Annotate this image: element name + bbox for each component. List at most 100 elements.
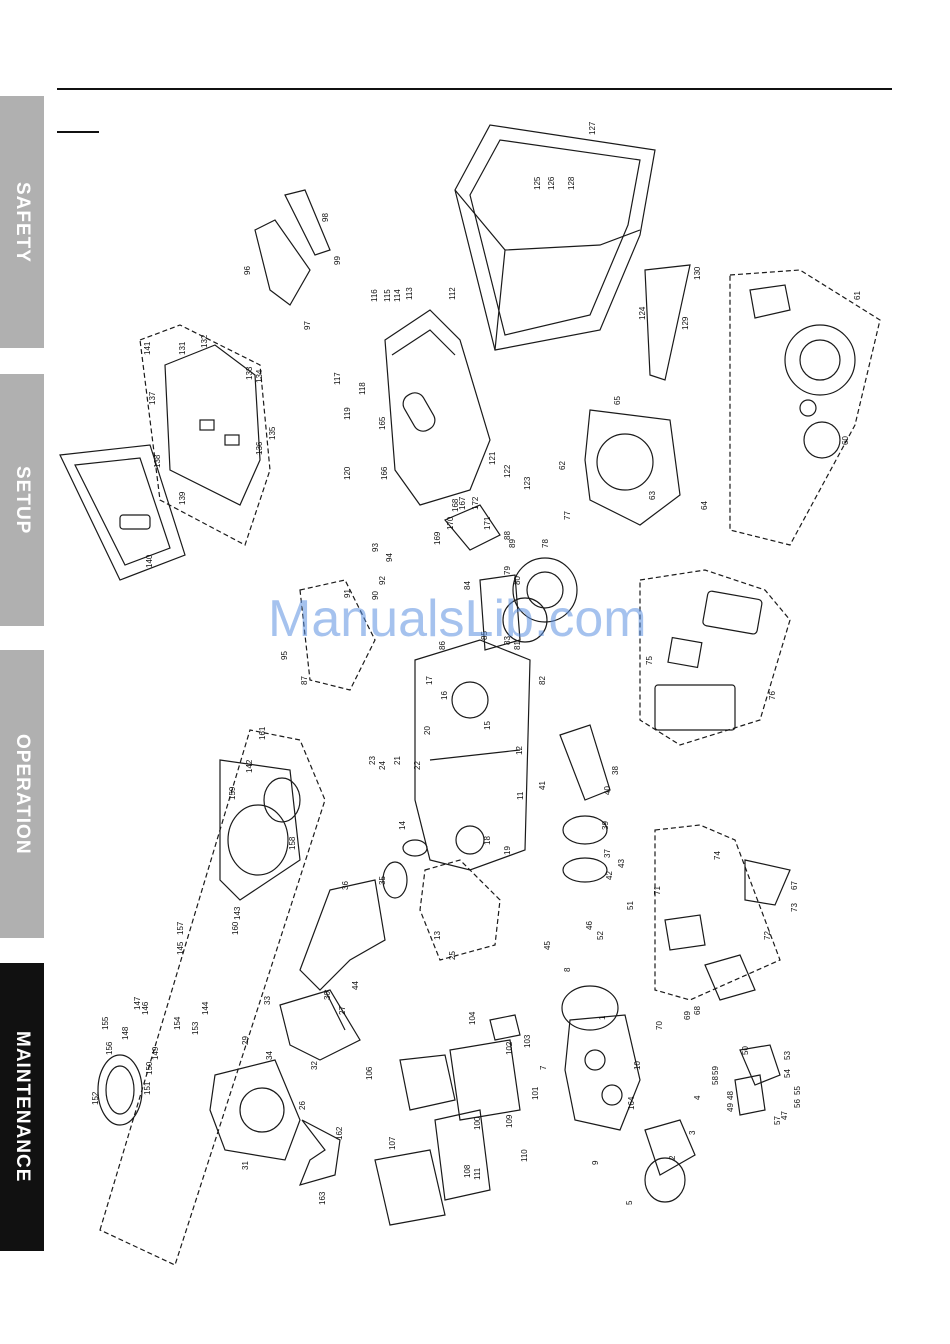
tab-setup[interactable]: SETUP (0, 374, 44, 626)
part-number-label: 165 (378, 416, 387, 430)
rocker-arm-outline (734, 1044, 781, 1116)
part-number-label: 67 (790, 881, 799, 890)
part-number-label: 25 (448, 951, 457, 960)
part-number-label: 37 (603, 849, 612, 858)
part-number-label: 15 (483, 721, 492, 730)
part-number-label: 8 (563, 967, 572, 972)
part-number-label: 126 (547, 176, 556, 190)
carburetor-outline (654, 824, 791, 1001)
part-number-label: 123 (523, 476, 532, 490)
part-number-label: 3 (688, 1130, 697, 1135)
part-number-label: 14 (398, 821, 407, 830)
part-number-label: 24 (378, 761, 387, 770)
part-number-label: 39 (601, 821, 610, 830)
part-number-label: 4 (693, 1095, 702, 1100)
part-number-label: 16 (440, 691, 449, 700)
part-number-label: 29 (241, 1036, 250, 1045)
part-number-label: 51 (626, 901, 635, 910)
part-number-label: 61 (853, 291, 862, 300)
valve-cover-outline (644, 1119, 696, 1203)
part-number-label: 60 (841, 436, 850, 445)
part-number-label: 5 (625, 1200, 634, 1205)
part-number-label: 81 (513, 641, 522, 650)
control-panel-outline (139, 324, 271, 546)
part-number-label: 149 (151, 1046, 160, 1060)
part-number-label: 112 (448, 287, 457, 300)
part-number-label: 54 (783, 1069, 792, 1078)
part-number-label: 36 (341, 881, 350, 890)
part-number-label: 85 (480, 631, 489, 640)
part-number-label: 65 (613, 396, 622, 405)
part-number-label: 87 (300, 676, 309, 685)
tab-operation[interactable]: OPERATION (0, 650, 44, 938)
part-number-label: 167 (458, 496, 467, 510)
part-number-label: 70 (655, 1021, 664, 1030)
part-number-label: 83 (503, 636, 512, 645)
part-number-label: 53 (783, 1051, 792, 1060)
part-number-label: 34 (265, 1051, 274, 1060)
part-number-label: 84 (463, 581, 472, 590)
part-number-label: 64 (700, 501, 709, 510)
rear-housing-outline (209, 1059, 301, 1161)
part-number-label: 150 (145, 1061, 154, 1075)
part-number-label: 96 (243, 266, 252, 275)
part-number-label: 7 (539, 1065, 548, 1070)
part-number-label: 49 (726, 1103, 735, 1112)
part-number-label: 145 (176, 941, 185, 955)
part-number-label: 101 (531, 1086, 540, 1100)
part-number-label: 99 (333, 256, 342, 265)
part-number-label: 107 (388, 1136, 397, 1150)
tab-setup-label: SETUP (12, 465, 33, 535)
part-number-label: 94 (385, 553, 394, 562)
fan-cover-outline (479, 574, 521, 651)
tab-maintenance[interactable]: MAINTENANCE (0, 963, 44, 1251)
part-number-label: 117 (333, 372, 342, 385)
part-number-label: 102 (505, 1041, 514, 1055)
part-number-label: 42 (605, 871, 614, 880)
part-number-label: 89 (508, 539, 517, 548)
title-rule (57, 131, 99, 133)
part-number-label: 100 (473, 1116, 482, 1130)
part-number-label: 141 (143, 341, 152, 355)
part-number-label: 35 (378, 876, 387, 885)
part-number-label: 69 (683, 1011, 692, 1020)
part-number-label: 68 (693, 1006, 702, 1015)
part-number-label: 32 (310, 1061, 319, 1070)
tab-safety[interactable]: SAFETY (0, 96, 44, 348)
part-number-label: 151 (143, 1081, 152, 1095)
part-number-label: 13 (433, 931, 442, 940)
part-number-label: 155 (101, 1016, 110, 1030)
part-number-label: 56 (793, 1099, 802, 1108)
part-number-label: 1 (598, 1015, 607, 1020)
part-number-label: 38 (611, 766, 620, 775)
part-number-label: 135 (268, 426, 277, 440)
part-number-label: 40 (603, 786, 612, 795)
part-number-label: 164 (627, 1096, 636, 1110)
bracket-outline (644, 264, 691, 381)
header-rule (57, 88, 892, 90)
part-number-label: 17 (425, 676, 434, 685)
part-number-label: 159 (228, 786, 237, 800)
part-number-label: 129 (681, 316, 690, 330)
part-number-label: 98 (321, 213, 330, 222)
part-number-label: 130 (693, 266, 702, 280)
part-number-label: 142 (245, 759, 254, 773)
part-number-label: 71 (653, 886, 662, 895)
part-number-label: 63 (648, 491, 657, 500)
part-number-label: 108 (463, 1164, 472, 1178)
part-number-label: 95 (280, 651, 289, 660)
part-number-label: 171 (483, 516, 492, 530)
part-number-label: 133 (245, 366, 254, 380)
part-number-label: 47 (780, 1111, 789, 1120)
part-number-label: 59 (711, 1066, 720, 1075)
recoil-starter-outline (729, 269, 881, 546)
part-number-label: 41 (538, 781, 547, 790)
part-number-label: 124 (638, 306, 647, 320)
part-labels: 1234578910111213141516171819202122232425… (91, 121, 862, 1205)
part-number-label: 30 (323, 991, 332, 1000)
part-number-label: 58 (711, 1076, 720, 1085)
part-number-label: 161 (258, 726, 267, 740)
part-number-label: 140 (145, 554, 154, 568)
part-number-label: 18 (483, 836, 492, 845)
part-number-label: 153 (191, 1021, 200, 1035)
